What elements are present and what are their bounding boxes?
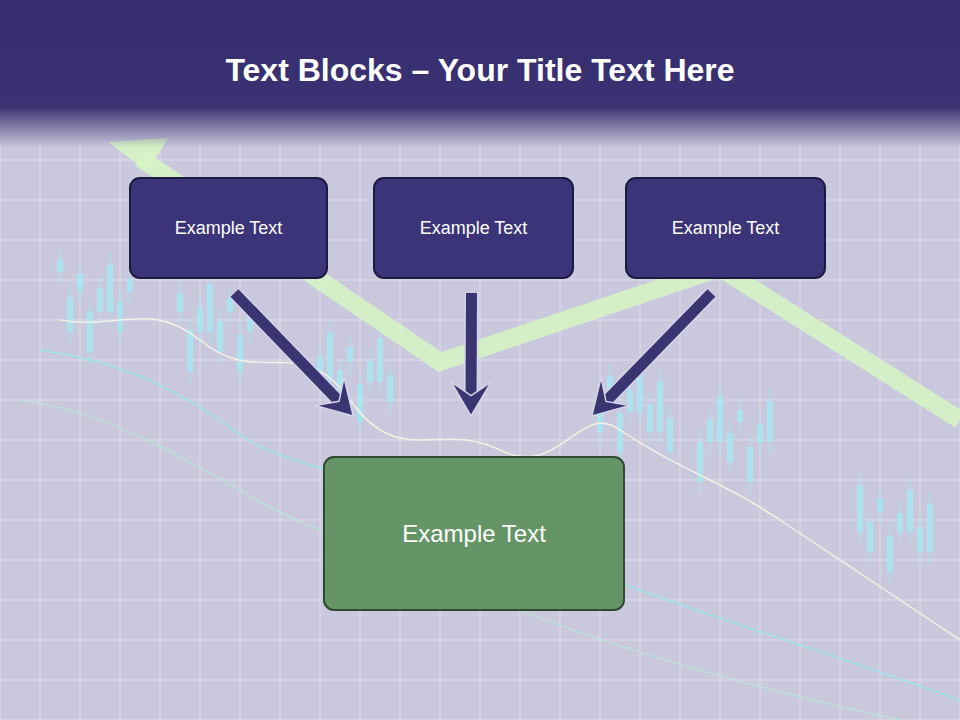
candle-body — [387, 375, 393, 402]
candle-body — [107, 265, 113, 312]
price-line — [60, 318, 960, 640]
box-text: Example Text — [672, 218, 780, 239]
result-box: Example Text — [323, 456, 625, 611]
candle-body — [917, 527, 923, 552]
candle-body — [887, 536, 893, 572]
grid-line — [0, 440, 960, 441]
arrow-outline — [234, 293, 339, 401]
candle-body — [377, 338, 383, 382]
price-line — [20, 400, 900, 720]
candle-body — [197, 307, 203, 332]
header-band — [0, 0, 960, 148]
candle-body — [57, 260, 63, 272]
candle-body — [747, 447, 753, 482]
candle-body — [657, 381, 663, 432]
arrow-head — [451, 382, 491, 416]
connector-arrow — [234, 293, 353, 416]
candle-body — [187, 330, 193, 372]
connector-arrow — [592, 293, 712, 416]
candle-body — [717, 396, 723, 442]
candle-body — [347, 347, 353, 362]
text-block: Example Text — [129, 177, 328, 279]
box-text: Example Text — [420, 218, 528, 239]
chart-grid — [0, 140, 960, 720]
candle-body — [647, 404, 653, 432]
box-text: Example Text — [402, 520, 546, 548]
grid-line — [0, 140, 1, 720]
candle-body — [87, 311, 93, 352]
arrow-head — [315, 378, 353, 416]
candle-body — [907, 490, 913, 532]
candle-body — [627, 390, 633, 412]
candle-body — [67, 297, 73, 332]
candle-body — [367, 361, 373, 382]
candle-body — [97, 288, 103, 312]
text-block: Example Text — [625, 177, 826, 279]
candle-body — [707, 419, 713, 442]
candle-body — [237, 335, 243, 372]
candle-body — [757, 424, 763, 442]
candle-body — [357, 384, 363, 422]
grid-line — [920, 140, 921, 720]
candle-body — [927, 504, 933, 552]
box-text: Example Text — [175, 218, 283, 239]
slide-title: Text Blocks – Your Title Text Here — [0, 52, 960, 89]
text-block: Example Text — [373, 177, 574, 279]
candle-body — [117, 302, 123, 332]
grid-line — [360, 140, 361, 720]
arrow-shaft — [234, 293, 339, 401]
grid-line — [120, 140, 121, 720]
price-line — [40, 350, 960, 700]
candle-body — [327, 333, 333, 382]
grid-line — [840, 140, 841, 720]
candle-body — [667, 418, 673, 452]
candle-body — [737, 410, 743, 422]
candle-body — [617, 413, 623, 452]
grid-line — [80, 140, 81, 720]
candle-body — [857, 485, 863, 532]
grid-line — [40, 140, 41, 720]
candle-body — [77, 274, 83, 292]
candle-body — [877, 499, 883, 512]
candle-body — [867, 522, 873, 552]
candle-body — [767, 401, 773, 442]
arrow-outline — [606, 293, 711, 401]
candle-body — [127, 279, 133, 292]
candle-body — [177, 293, 183, 312]
arrow-shaft — [606, 293, 711, 401]
candle-body — [217, 321, 223, 352]
arrow-outline — [464, 293, 478, 396]
grid-line — [0, 280, 960, 281]
arrow-head — [592, 378, 630, 416]
grid-line — [0, 360, 960, 361]
candle-body — [897, 513, 903, 532]
connector-arrow — [451, 293, 491, 416]
grid-line — [0, 640, 960, 641]
grid-line — [880, 140, 881, 720]
candle-body — [207, 284, 213, 332]
arrow-shaft — [466, 293, 477, 396]
grid-line — [0, 680, 960, 681]
candle-body — [727, 433, 733, 462]
